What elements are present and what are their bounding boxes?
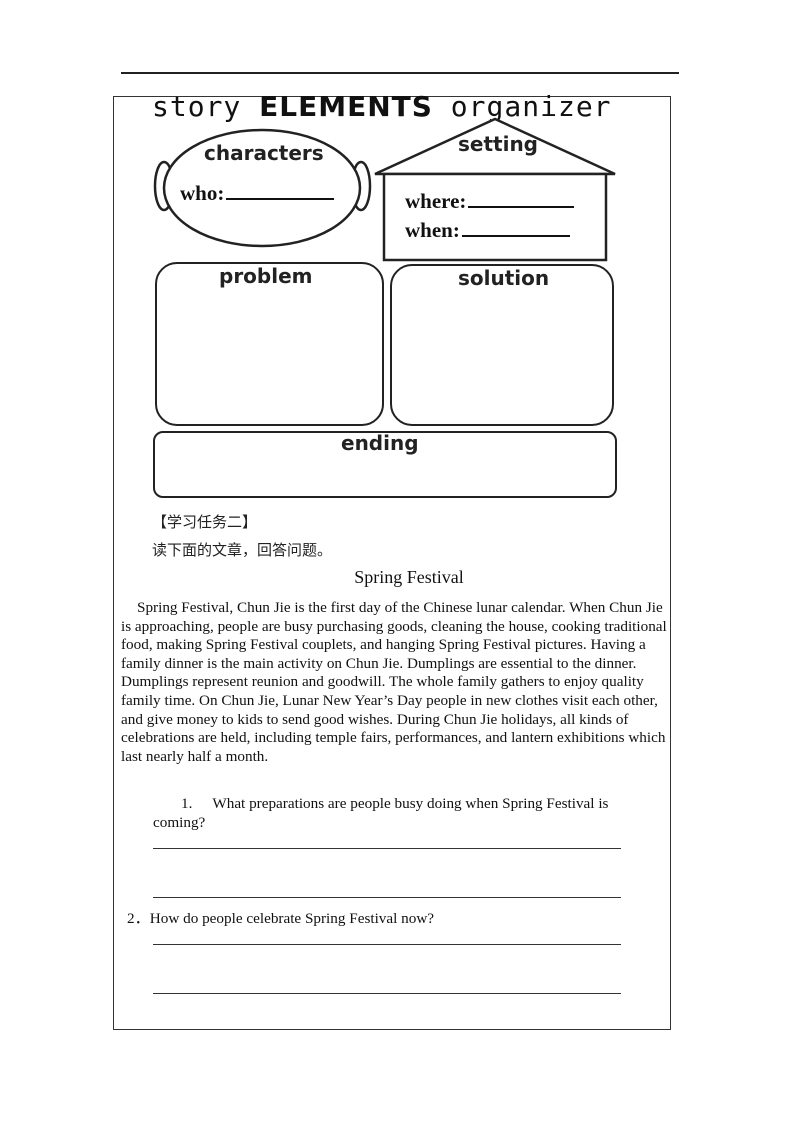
organizer-title-word-1: story: [152, 90, 260, 123]
question-2-number: 2．: [127, 910, 150, 927]
answer-line[interactable]: [153, 993, 621, 994]
task-instruction: 读下面的文章，回答问题。: [152, 541, 333, 559]
question-1: 1.What preparations are people busy doin…: [153, 794, 653, 832]
question-1-number: 1.: [181, 795, 193, 812]
organizer-title: story ELEMENTS organizer: [152, 90, 622, 124]
when-field: when:: [405, 217, 570, 243]
question-2-text: How do people celebrate Spring Festival …: [149, 910, 435, 927]
where-label: where:: [405, 189, 467, 213]
answer-line[interactable]: [153, 848, 621, 849]
setting-label: setting: [458, 132, 538, 156]
when-blank[interactable]: [461, 217, 570, 237]
setting-house-icon: [374, 117, 616, 262]
answer-line[interactable]: [153, 944, 621, 945]
when-label: when:: [405, 218, 460, 242]
article-body: Spring Festival, Chun Jie is the first d…: [121, 599, 667, 765]
where-blank[interactable]: [468, 188, 575, 208]
who-blank[interactable]: [226, 180, 335, 200]
answer-line[interactable]: [153, 897, 621, 898]
solution-box[interactable]: [390, 264, 614, 426]
where-field: where:: [405, 188, 575, 214]
organizer-title-word-3: organizer: [432, 90, 612, 123]
ending-label: ending: [341, 431, 419, 455]
who-field: who:: [180, 180, 335, 206]
article-title: Spring Festival: [354, 567, 464, 587]
problem-label: problem: [219, 264, 313, 288]
header-rule: [121, 72, 679, 74]
characters-head-icon: [153, 128, 372, 248]
characters-label: characters: [204, 141, 324, 165]
who-label: who:: [180, 181, 225, 205]
worksheet-frame: [113, 96, 671, 1030]
task-heading: 【学习任务二】: [152, 513, 258, 531]
question-1-text: What preparations are people busy doing …: [153, 795, 609, 831]
question-2: 2．How do people celebrate Spring Festiva…: [127, 909, 647, 928]
ending-box[interactable]: [153, 431, 617, 498]
organizer-title-word-2: ELEMENTS: [259, 90, 433, 123]
solution-label: solution: [458, 266, 550, 290]
problem-box[interactable]: [155, 262, 384, 426]
